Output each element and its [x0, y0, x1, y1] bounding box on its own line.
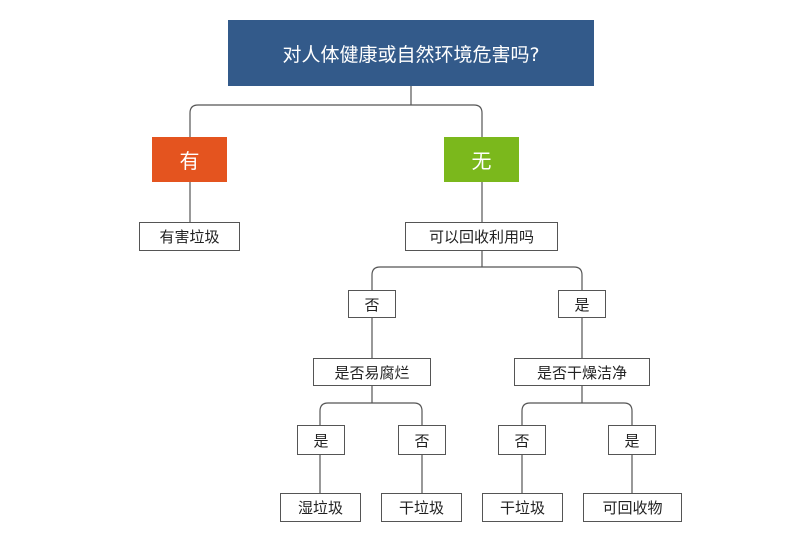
root-question: 对人体健康或自然环境危害吗? [228, 20, 594, 86]
answer-recyclable-no: 否 [348, 290, 396, 318]
answer-not-harmful: 无 [444, 137, 519, 182]
connector-root [189, 86, 483, 137]
question-perishable: 是否易腐烂 [313, 358, 431, 386]
leaf-wet-waste: 湿垃圾 [280, 493, 361, 522]
question-recyclable: 可以回收利用吗 [405, 222, 558, 251]
connector-recyclable [371, 251, 583, 290]
answer-recyclable-yes: 是 [558, 290, 606, 318]
answer-clean-yes: 是 [608, 425, 656, 455]
answer-perishable-yes: 是 [297, 425, 345, 455]
leaf-dry-waste-2: 干垃圾 [482, 493, 563, 522]
question-dry-clean: 是否干燥洁净 [514, 358, 650, 386]
connector-recyclable-answers [371, 318, 583, 358]
answer-harmful: 有 [152, 137, 227, 182]
connector-clean [521, 386, 633, 425]
connector-leaves [319, 455, 633, 493]
leaf-dry-waste-1: 干垃圾 [381, 493, 462, 522]
connector-perishable [319, 386, 423, 425]
leaf-hazardous-waste: 有害垃圾 [139, 222, 240, 251]
answer-clean-no: 否 [498, 425, 546, 455]
leaf-recyclables: 可回收物 [583, 493, 682, 522]
answer-perishable-no: 否 [398, 425, 446, 455]
